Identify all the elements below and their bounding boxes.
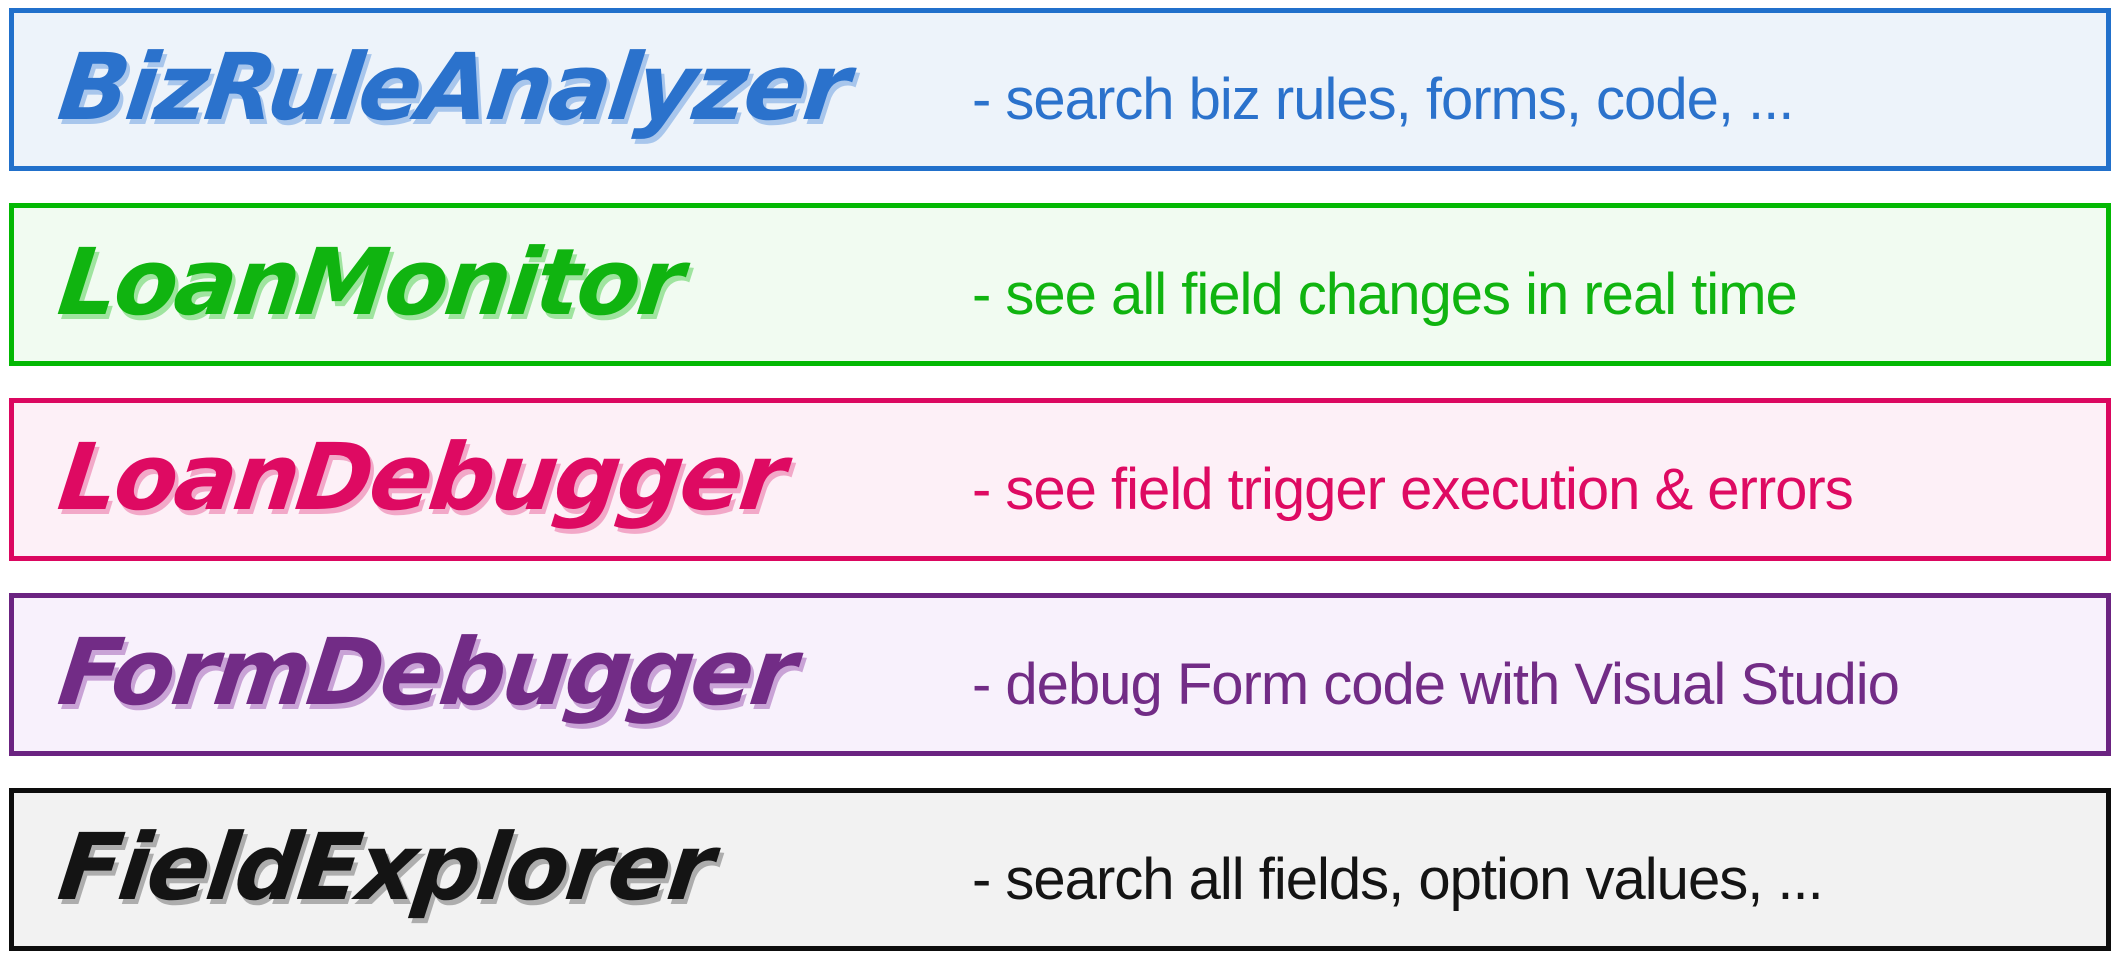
tool-title-formdebugger: FormDebugger: [53, 598, 972, 748]
banner-fieldexplorer: FieldExplorer - search all fields, optio…: [9, 788, 2111, 951]
tool-title-text: BizRuleAnalyzer: [53, 34, 854, 141]
tool-description-formdebugger: - debug Form code with Visual Studio: [972, 652, 1900, 717]
tool-title-loandebugger: LoanDebugger: [53, 403, 972, 553]
tool-title-text: LoanMonitor: [53, 229, 687, 336]
banner-bizruleanalyzer: BizRuleAnalyzer - search biz rules, form…: [9, 8, 2111, 171]
banner-formdebugger: FormDebugger - debug Form code with Visu…: [9, 593, 2111, 756]
tool-description-loanmonitor: - see all field changes in real time: [972, 262, 1798, 327]
tool-description-bizruleanalyzer: - search biz rules, forms, code, ...: [972, 67, 1794, 132]
tool-title-fieldexplorer: FieldExplorer: [53, 793, 972, 943]
tool-title-loanmonitor: LoanMonitor: [53, 208, 972, 358]
tool-title-text: LoanDebugger: [53, 424, 790, 531]
banner-loanmonitor: LoanMonitor - see all field changes in r…: [9, 203, 2111, 366]
tool-title-text: FormDebugger: [53, 619, 800, 726]
tool-description-fieldexplorer: - search all fields, option values, ...: [972, 847, 1824, 912]
banner-loandebugger: LoanDebugger - see field trigger executi…: [9, 398, 2111, 561]
tool-description-loandebugger: - see field trigger execution & errors: [972, 457, 1854, 522]
tool-title-bizruleanalyzer: BizRuleAnalyzer: [53, 13, 972, 163]
tool-title-text: FieldExplorer: [53, 814, 718, 921]
